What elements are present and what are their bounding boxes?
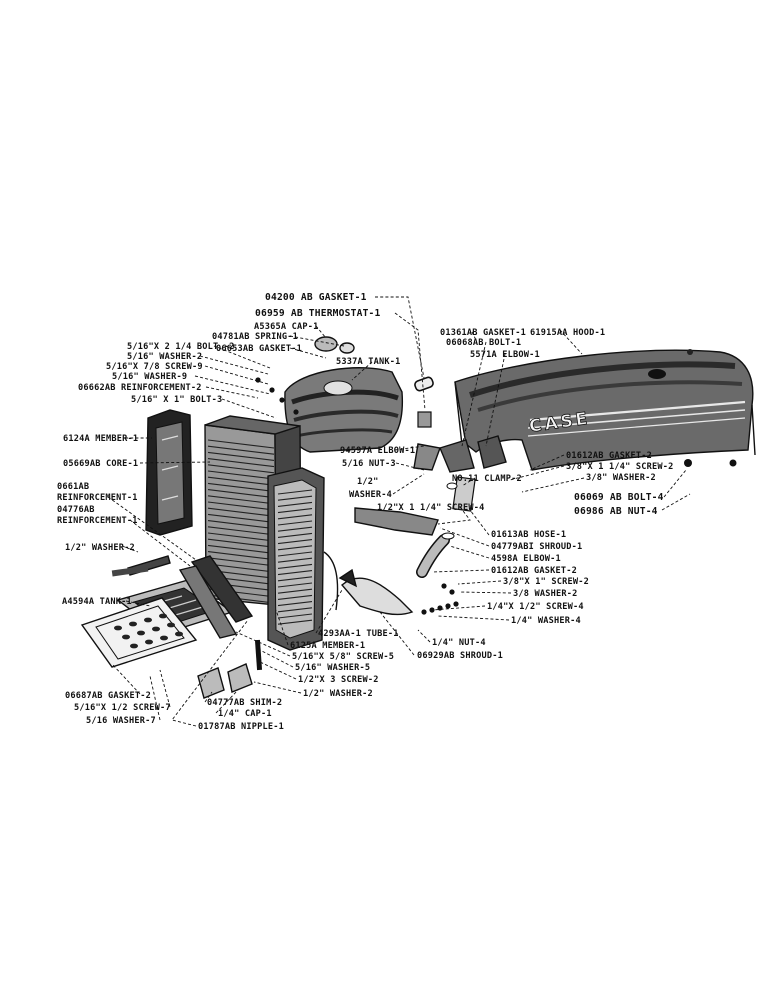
callout-label-reinf-1b-line2: REINFORCEMENT-1 xyxy=(57,516,138,526)
callout-label-thermostat-06959: 06959 AB THERMOSTAT-1 xyxy=(255,308,381,319)
grille-fins xyxy=(277,489,313,625)
callout-label-washer-2a: 5/16" WASHER-2 xyxy=(127,352,202,362)
callout-label-gasket-2-top: 01612AB GASKET-2 xyxy=(566,451,652,461)
callout-label-bolt-3: 5/16" X 1" BOLT-3 xyxy=(131,395,222,405)
callout-label-screw-4-top: 1/2"X 1 1/4" SCREW-4 xyxy=(377,503,484,513)
callout-label-screw-5: 5/16"X 5/8" SCREW-5 xyxy=(292,652,394,662)
callout-label-gasket-04200: 04200 AB GASKET-1 xyxy=(265,292,367,303)
callout-label-screw-7: 5/16"X 1/2 SCREW-7 xyxy=(74,703,171,713)
callout-label-bolt-2: 5/16"X 2 1/4 BOLT -2 xyxy=(127,342,234,352)
callout-label-hose-01613: 01613AB HOSE-1 xyxy=(491,530,566,540)
callout-label-washer-2-top: 3/8" WASHER-2 xyxy=(586,473,656,483)
part-callout-labels: 04200 AB GASKET-1 06959 AB THERMOSTAT-1A5… xyxy=(57,292,673,732)
parts-illustration: CASE xyxy=(80,336,756,699)
callout-label-reinf-1a-line2: REINFORCEMENT-1 xyxy=(57,493,138,503)
callout-label-reinf-1a-line1: 0661AB xyxy=(57,482,89,492)
callout-label-cap-1-low: 1/4" CAP-1 xyxy=(218,709,272,719)
callout-label-core-05669: 05669AB CORE-1 xyxy=(63,459,138,469)
reinforcement-bars xyxy=(127,555,254,639)
left-side-member-part xyxy=(145,409,193,536)
shroud-parts xyxy=(323,507,439,616)
callout-label-washer-4: WASHER-4 xyxy=(349,490,392,500)
small-bolt-parts xyxy=(255,377,459,615)
callout-label-reinf-1b-line1: 04776AB xyxy=(57,505,95,515)
callout-label-member-6125: 6125A MEMBER-1 xyxy=(290,641,365,651)
callout-label-elbow-4598: 4598A ELBOW-1 xyxy=(491,554,561,564)
gasket-bolt-holes xyxy=(114,613,183,649)
leader-lines xyxy=(107,296,691,727)
callout-label-hood-61915: 61915AA HOOD-1 xyxy=(530,328,605,338)
bottom-small-parts xyxy=(111,565,263,699)
callout-label-screw-9: 5/16"X 7/8 SCREW-9 xyxy=(106,362,203,372)
callout-label-washer-4-half: 1/2" xyxy=(357,477,379,487)
top-tank-part xyxy=(284,367,404,453)
callout-label-bolt-1: 06068AB BOLT-1 xyxy=(446,338,521,348)
callout-label-tank-5337: 5337A TANK-1 xyxy=(336,357,401,367)
cap-spring-gasket-parts xyxy=(314,336,507,512)
right-side-member-part xyxy=(267,467,325,651)
callout-label-cap-a5365: A5365A CAP-1 xyxy=(254,322,319,332)
callout-label-washer-5: 5/16" WASHER-5 xyxy=(295,663,370,673)
callout-label-screw-2-mid: 3/8"X 1" SCREW-2 xyxy=(503,577,589,587)
callout-label-shim-04777: 04777AB SHIM-2 xyxy=(207,698,282,708)
callout-label-washer-2-low: 1/2" WASHER-2 xyxy=(303,689,373,699)
hood-part: CASE xyxy=(454,349,756,471)
callout-label-gasket-2-mid: 01612AB GASKET-2 xyxy=(491,566,577,576)
callout-label-tank-a4594: A4594A TANK-1 xyxy=(62,597,132,607)
callout-label-washer-9: 5/16" WASHER-9 xyxy=(112,372,187,382)
callout-label-nut-4-top: 06986 AB NUT-4 xyxy=(574,506,658,517)
callout-label-screw-2-top: 3/8"X 1 1/4" SCREW-2 xyxy=(566,462,673,472)
callout-label-nipple-01787: 01787AB NIPPLE-1 xyxy=(198,722,284,732)
callout-label-screw-4-low: 1/4"X 1/2" SCREW-4 xyxy=(487,602,584,612)
callout-label-no11-clamp: NO.11 CLAMP-2 xyxy=(452,474,522,484)
callout-label-bolt-4: 06069 AB BOLT-4 xyxy=(574,492,664,503)
callout-label-elbow-94597: 94597A ELBOW-1 xyxy=(340,446,415,456)
callout-label-shroud-06929: 06929AB SHROUD-1 xyxy=(417,651,503,661)
callout-label-spring-04781: 04781AB SPRING-1 xyxy=(212,332,298,342)
callout-label-reinf-2: 06662AB REINFORCEMENT-2 xyxy=(78,383,202,393)
callout-label-member-6124: 6124A MEMBER-1 xyxy=(63,434,138,444)
callout-label-tube-4293: 4293AA-1 TUBE-1 xyxy=(318,629,399,639)
callout-label-gasket-01361: 01361AB GASKET-1 xyxy=(440,328,526,338)
lower-hose-elbow xyxy=(416,532,455,578)
callout-label-nut-4-low: 1/4" NUT-4 xyxy=(432,638,486,648)
callout-label-washer-7: 5/16 WASHER-7 xyxy=(86,716,156,726)
callout-label-washer-2-mid: 3/8 WASHER-2 xyxy=(513,589,578,599)
callout-label-screw-2-low: 1/2"X 3 SCREW-2 xyxy=(298,675,379,685)
callout-label-gasket-06653: 06653AB GASKET-1 xyxy=(216,344,302,354)
callout-label-elbow-5571: 5571A ELBOW-1 xyxy=(470,350,540,360)
callout-label-shroud-04779: 04779ABI SHROUD-1 xyxy=(491,542,582,552)
callout-label-nut-3: 5/16 NUT-3 xyxy=(342,459,396,469)
callout-label-washer-4-low: 1/4" WASHER-4 xyxy=(511,616,581,626)
callout-label-washer-2-left: 1/2" WASHER-2 xyxy=(65,543,135,553)
callout-label-gasket-06687: 06687AB GASKET-2 xyxy=(65,691,151,701)
